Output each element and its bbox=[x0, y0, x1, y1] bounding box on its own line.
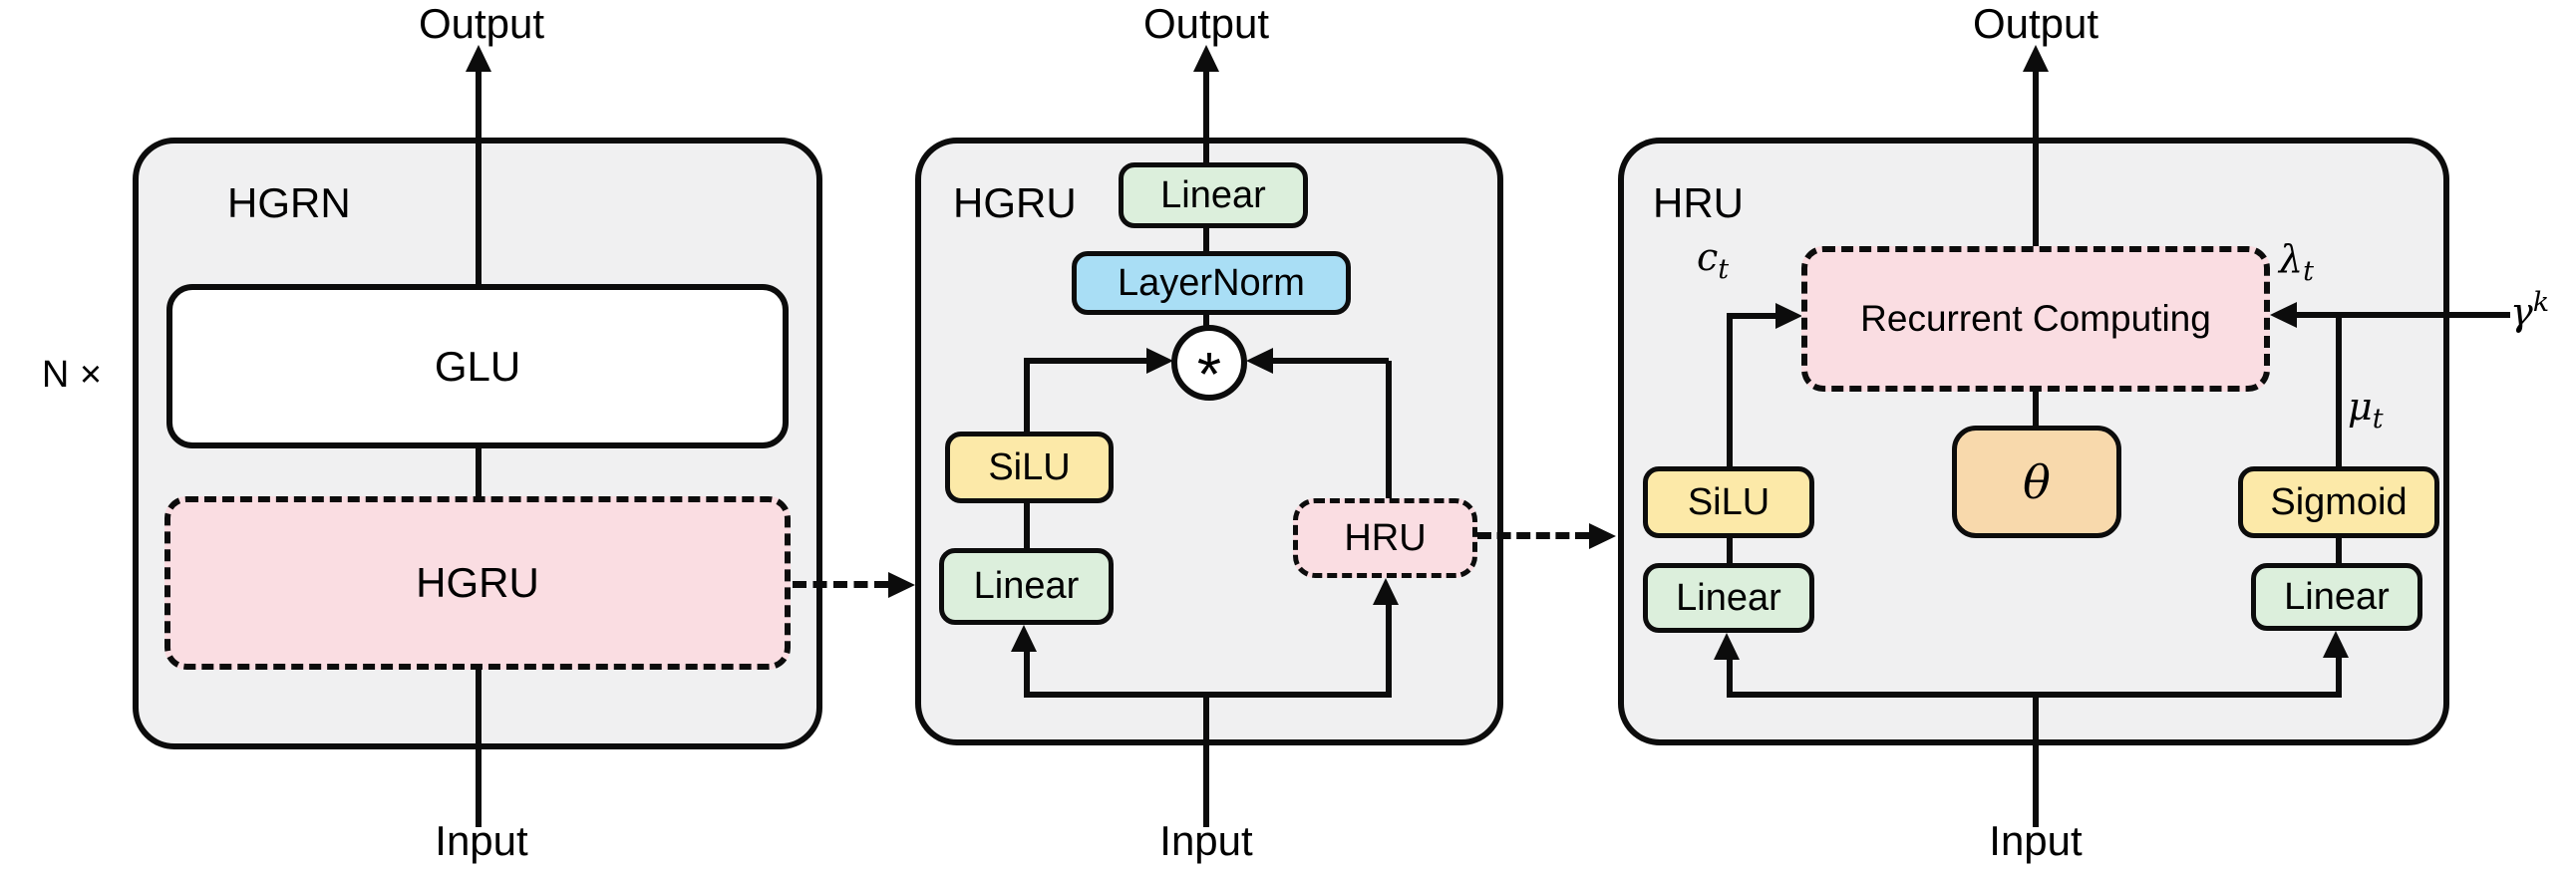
hru-input-left-riser-line bbox=[1727, 656, 1733, 698]
hgru-hru-up-line bbox=[1386, 361, 1392, 498]
hgru-silu-up-line bbox=[1024, 361, 1030, 432]
hru-input-line bbox=[2033, 695, 2039, 827]
hru-silu-box: SiLU bbox=[1643, 466, 1814, 538]
hgru-panel-title: HGRU bbox=[953, 179, 1077, 226]
hru-zoom-connector-arrowhead-icon bbox=[1589, 523, 1616, 549]
recurrent-computing-box: Recurrent Computing bbox=[1801, 246, 2270, 392]
hru-input-right-riser-line bbox=[2336, 654, 2342, 698]
hru-output-line bbox=[2033, 68, 2039, 246]
sigmoid-label: Sigmoid bbox=[2270, 480, 2408, 523]
hgru-linear-top-box: Linear bbox=[1119, 162, 1308, 228]
hgru-block-box: HGRU bbox=[164, 496, 791, 670]
hru-linear-left-box: Linear bbox=[1643, 563, 1814, 633]
hru-ct-into-recurrent-line bbox=[1727, 313, 1777, 319]
hgru-zoom-connector-arrowhead-icon bbox=[888, 572, 915, 598]
hru-block-label: HRU bbox=[1344, 516, 1427, 559]
hgru-left-into-multiply-line bbox=[1024, 358, 1148, 364]
hru-gamma-line bbox=[2294, 312, 2510, 318]
hru-linear-left-in-arrowhead-icon bbox=[1714, 633, 1740, 660]
ct-label: ct bbox=[1697, 235, 1730, 285]
hgrn-input-line bbox=[476, 670, 482, 827]
hru-zoom-connector-line bbox=[1477, 532, 1589, 539]
hgrn-output-line bbox=[476, 68, 482, 284]
hru-input-label: Input bbox=[1989, 817, 2083, 864]
hgru-silu-box: SiLU bbox=[945, 432, 1114, 503]
hru-output-arrowhead-icon bbox=[2023, 45, 2049, 72]
hgru-silu-linear-line bbox=[1024, 503, 1030, 548]
hru-ct-riser-line bbox=[1727, 316, 1733, 466]
hgrn-output-label: Output bbox=[418, 0, 545, 47]
hgru-linear-left-label: Linear bbox=[973, 565, 1080, 607]
mu-t-label: μt bbox=[2348, 385, 2384, 435]
hgru-layernorm-multiply-line bbox=[1203, 314, 1209, 330]
hru-silu-label: SiLU bbox=[1687, 480, 1771, 523]
hru-ct-arrowhead-icon bbox=[1775, 303, 1802, 329]
hgru-right-into-multiply-line bbox=[1272, 358, 1389, 364]
hgru-input-left-riser-line bbox=[1024, 648, 1030, 698]
hgru-output-arrowhead-icon bbox=[1193, 45, 1219, 72]
hgru-input-label: Input bbox=[1159, 817, 1253, 864]
hru-mu-line bbox=[2336, 315, 2342, 466]
hgru-linear-top-label: Linear bbox=[1160, 173, 1266, 216]
hgru-block-label: HGRU bbox=[416, 559, 539, 606]
hru-linear-right-label: Linear bbox=[2284, 575, 2390, 618]
hru-panel-title: HRU bbox=[1653, 179, 1744, 226]
theta-box: θ bbox=[1952, 426, 2121, 538]
hgru-linear-layernorm-line bbox=[1203, 227, 1209, 251]
multiply-node: * bbox=[1171, 325, 1247, 410]
theta-label: θ bbox=[2023, 454, 2051, 509]
hru-linear-right-in-arrowhead-icon bbox=[2323, 631, 2349, 658]
hgrn-glu-hgru-line bbox=[476, 448, 482, 496]
glu-box: GLU bbox=[166, 284, 789, 448]
hgru-output-line bbox=[1203, 68, 1209, 162]
hgru-output-label: Output bbox=[1142, 0, 1270, 47]
hgru-silu-label: SiLU bbox=[988, 445, 1071, 488]
hru-recurrent-theta-line bbox=[2033, 392, 2039, 426]
hru-silu-linear-line bbox=[1727, 538, 1733, 563]
hgru-left-multiply-arrowhead-icon bbox=[1146, 348, 1173, 374]
hgru-zoom-connector-line bbox=[793, 581, 888, 588]
hgru-linear-in-arrowhead-icon bbox=[1011, 625, 1037, 652]
hgrn-repeat-label: N × bbox=[41, 354, 103, 396]
hgru-input-line bbox=[1203, 695, 1209, 827]
glu-label: GLU bbox=[434, 342, 521, 390]
hru-linear-right-box: Linear bbox=[2251, 563, 2422, 631]
sigmoid-box: Sigmoid bbox=[2238, 466, 2439, 538]
hgru-hru-in-arrowhead-icon bbox=[1373, 578, 1399, 605]
hgru-input-branch-line bbox=[1024, 692, 1392, 698]
hgrn-input-label: Input bbox=[435, 817, 528, 864]
layernorm-box: LayerNorm bbox=[1072, 251, 1351, 315]
gamma-k-label: γk bbox=[2510, 287, 2550, 334]
hgru-right-multiply-arrowhead-icon bbox=[1246, 348, 1273, 374]
recurrent-computing-label: Recurrent Computing bbox=[1860, 298, 2211, 339]
hru-input-branch-line bbox=[1727, 692, 2342, 698]
layernorm-label: LayerNorm bbox=[1118, 261, 1305, 304]
hru-output-label: Output bbox=[1972, 0, 2099, 47]
hgrn-output-arrowhead-icon bbox=[466, 45, 491, 72]
hgru-input-right-riser-line bbox=[1386, 601, 1392, 698]
lambda-t-label: λt bbox=[2279, 237, 2314, 287]
multiply-label: * bbox=[1196, 340, 1222, 410]
hru-linear-left-label: Linear bbox=[1676, 576, 1781, 619]
hru-sigmoid-linear-line bbox=[2336, 538, 2342, 563]
hru-gamma-arrowhead-icon bbox=[2270, 302, 2297, 328]
hgrn-panel-title: HGRN bbox=[227, 179, 351, 226]
hru-block-box: HRU bbox=[1293, 498, 1477, 578]
hgru-linear-left-box: Linear bbox=[939, 548, 1114, 625]
